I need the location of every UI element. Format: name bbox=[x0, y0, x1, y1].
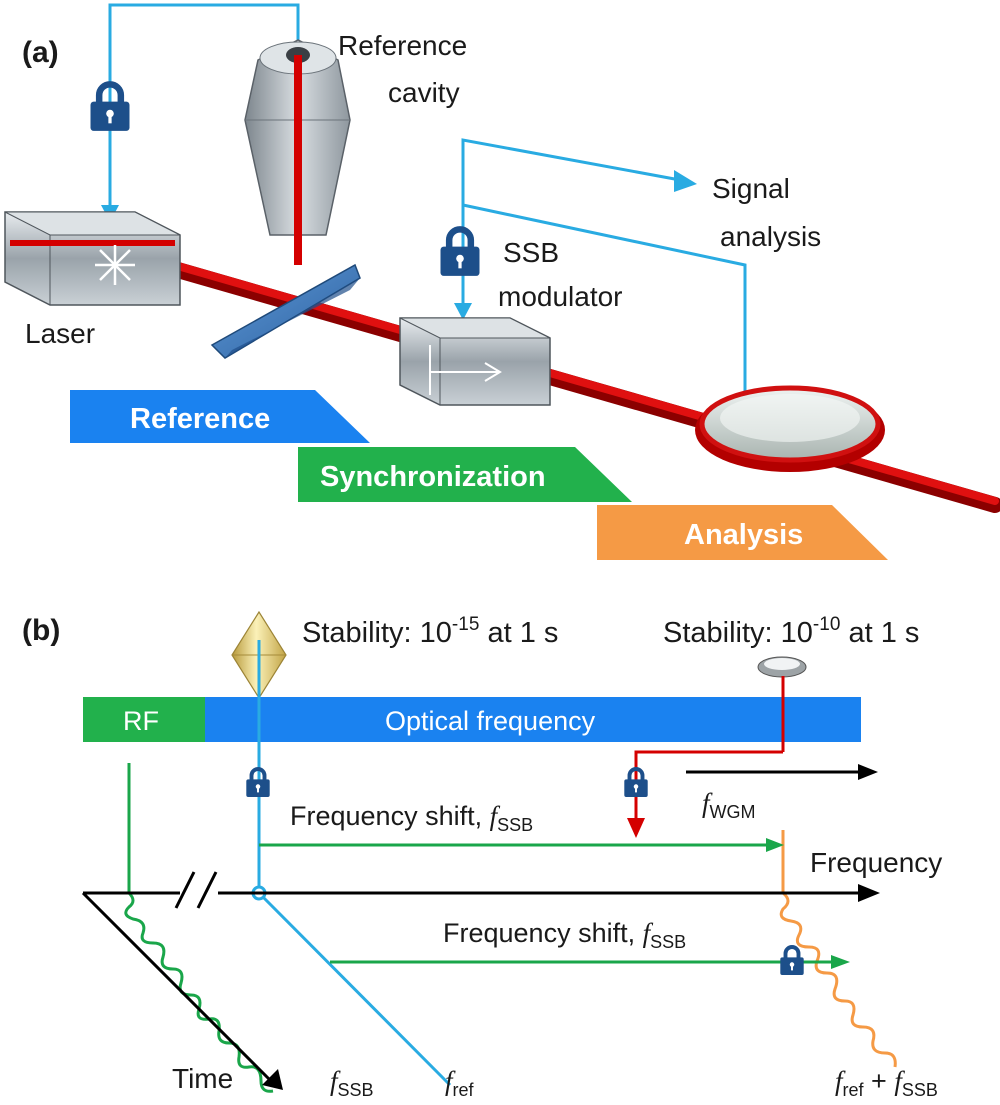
reference-cavity-label-2: cavity bbox=[388, 77, 460, 108]
wgm-feedback-lines bbox=[634, 676, 785, 830]
feedback-arrowhead bbox=[627, 818, 645, 838]
lock-icon-analysis bbox=[779, 945, 805, 976]
ssb-modulator-label-2: modulator bbox=[498, 281, 623, 312]
lock-icon-ssb bbox=[441, 229, 480, 276]
reference-lines bbox=[257, 640, 452, 1087]
frequency-shift-upper-label: Frequency shift, fSSB bbox=[290, 801, 533, 835]
ssb-modulator-label-1: SSB bbox=[503, 237, 559, 268]
f-ssb-label: fSSB bbox=[330, 1066, 374, 1100]
reference-cavity-label-1: Reference bbox=[338, 30, 467, 61]
frequency-shift-arrows bbox=[259, 843, 835, 964]
stage-reference-label: Reference bbox=[130, 403, 270, 435]
f-ref-label: fref bbox=[445, 1066, 475, 1100]
signal-analysis-label-2: analysis bbox=[720, 221, 821, 252]
stability-wgm-text: Stability: 10-10 at 1 s bbox=[663, 614, 919, 649]
laser-label: Laser bbox=[25, 318, 95, 349]
frequency-axis bbox=[83, 871, 880, 909]
f-ref-plus-f-ssb-label: fref + fSSB bbox=[835, 1066, 938, 1100]
panel-b-label: (b) bbox=[22, 614, 60, 647]
band-optical bbox=[205, 697, 861, 742]
time-axis-label: Time bbox=[172, 1063, 233, 1094]
f-wgm-label: fWGM bbox=[702, 788, 756, 822]
panel-a-label: (a) bbox=[22, 36, 59, 69]
band-rf-label: RF bbox=[123, 706, 159, 736]
stage-analysis-banner bbox=[597, 505, 888, 560]
signal-analysis-label-1: Signal bbox=[712, 173, 790, 204]
reference-cavity bbox=[244, 39, 351, 265]
wgm-disk-icon bbox=[757, 656, 807, 678]
stage-synchronization-label: Synchronization bbox=[320, 461, 546, 493]
laser-flash-icon bbox=[95, 245, 135, 285]
band-rf bbox=[83, 697, 205, 742]
time-axis bbox=[81, 891, 283, 1090]
ssb-modulator-block bbox=[399, 317, 551, 406]
stability-reference-text: Stability: 10-15 at 1 s bbox=[302, 614, 558, 649]
stage-reference-banner bbox=[70, 390, 370, 443]
frequency-shift-lower-label: Frequency shift, fSSB bbox=[443, 918, 686, 952]
beam-splitter-mirror bbox=[210, 263, 361, 359]
stage-synchronization-banner bbox=[298, 447, 632, 502]
band-optical-label: Optical frequency bbox=[385, 706, 596, 736]
laser-block bbox=[4, 211, 181, 306]
wgm-resonator bbox=[695, 385, 885, 472]
wgm-orange-lines bbox=[779, 830, 897, 1068]
stage-analysis-label: Analysis bbox=[684, 519, 803, 551]
frequency-axis-label: Frequency bbox=[810, 847, 942, 878]
rf-lines bbox=[124, 763, 274, 1093]
